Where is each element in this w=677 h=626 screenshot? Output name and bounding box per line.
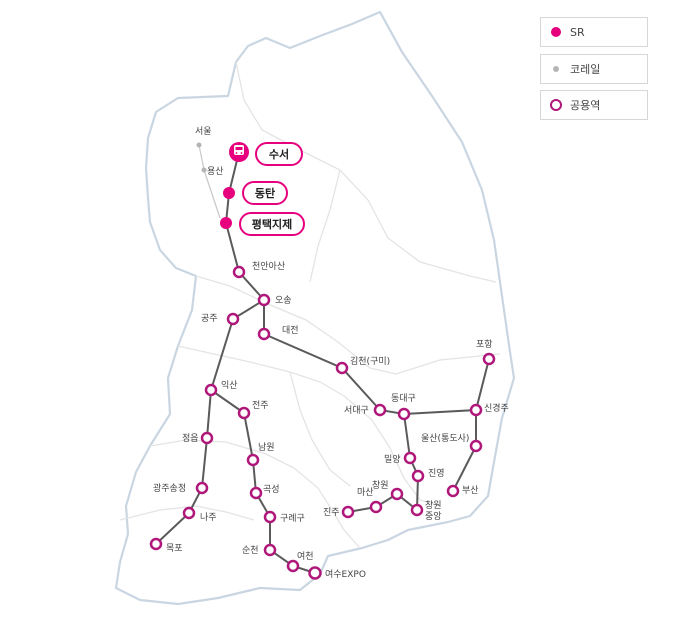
label-naju: 나주 (200, 512, 217, 523)
station-yeosu[interactable] (308, 566, 322, 580)
station-gimcheon[interactable] (335, 361, 349, 375)
station-changwon[interactable] (390, 487, 404, 501)
label-suncheon: 순천 (242, 545, 259, 556)
label-singyeongju: 신경주 (484, 402, 509, 414)
station-jeongeup[interactable] (200, 431, 214, 445)
korail-dot-icon (550, 66, 562, 72)
shared-ring-icon (550, 99, 562, 111)
station-jeonju[interactable] (237, 406, 251, 420)
station-jinyeong[interactable] (411, 469, 425, 483)
station-pohang[interactable] (482, 352, 496, 366)
station-dongdaegu[interactable] (397, 407, 411, 421)
label-gimcheon: 김천(구미) (350, 355, 390, 367)
station-daejeon[interactable] (257, 327, 271, 341)
label-yeosu: 여수EXPO (325, 568, 366, 580)
label-cheonan: 천안아산 (252, 261, 285, 272)
sr-station-pyeongtaek[interactable] (220, 217, 232, 229)
label-osong: 오송 (275, 295, 292, 306)
label-jinju: 진주 (323, 507, 340, 518)
sr-stations (220, 142, 249, 229)
sr-labels: 수서 동탄 평택지제 (239, 142, 305, 236)
label-gongju: 공주 (201, 313, 218, 324)
label-suseo: 수서 (269, 147, 289, 161)
legend-sr: SR (540, 17, 648, 47)
label-daejeon: 대전 (282, 325, 299, 336)
label-namwon: 남원 (258, 442, 275, 453)
korail-line (198, 144, 221, 219)
label-yongsan: 용산 (207, 166, 224, 177)
label-changwon-jungang-line2: 중앙 (425, 510, 442, 522)
korail-station-seoul[interactable] (196, 142, 202, 148)
legend-korail-label: 코레일 (570, 63, 601, 76)
province-borders (119, 61, 501, 549)
station-jinju[interactable] (341, 505, 355, 519)
label-seoul: 서울 (195, 126, 212, 137)
station-busan[interactable] (446, 484, 460, 498)
station-cheonan[interactable] (232, 265, 246, 279)
label-changwon: 창원 (372, 480, 389, 491)
korail-stations: 서울 용산 (195, 126, 224, 177)
label-changwon-jungang: 창원 중앙 (425, 500, 444, 522)
legend-korail: 코레일 (540, 54, 648, 84)
label-iksan: 익산 (221, 379, 238, 391)
legend-sr-label: SR (570, 25, 585, 39)
label-mokpo: 목포 (166, 543, 183, 554)
station-namwon[interactable] (246, 453, 260, 467)
label-ulsan: 울산(통도사) (421, 433, 469, 444)
station-yeocheon[interactable] (286, 559, 300, 573)
station-ulsan[interactable] (469, 439, 483, 453)
station-labels: 천안아산 오송 공주 대전 김천(구미) 포항 서대구 동대구 신경주 울산(통… (153, 261, 509, 580)
label-jeongeup: 정읍 (182, 433, 199, 444)
label-miryang: 밀양 (384, 453, 401, 465)
legend-shared-label: 공용역 (570, 99, 601, 112)
station-seodaegu[interactable] (373, 403, 387, 417)
label-busan: 부산 (462, 485, 479, 496)
station-iksan[interactable] (204, 383, 218, 397)
label-pohang: 포항 (476, 339, 493, 350)
station-gurye[interactable] (263, 510, 277, 524)
label-gokseong: 곡성 (263, 484, 280, 495)
label-jinyeong: 진영 (428, 468, 445, 479)
station-gongju[interactable] (226, 312, 240, 326)
label-dongdaegu: 동대구 (391, 393, 416, 404)
station-gwangju-songjeong[interactable] (195, 481, 209, 495)
station-osong[interactable] (257, 293, 271, 307)
sr-dot-icon (550, 27, 562, 37)
station-mokpo[interactable] (149, 537, 163, 551)
label-changwon-jungang-line1: 창원 (425, 500, 442, 511)
label-yeocheon: 여천 (297, 550, 314, 562)
station-changwon-jungang[interactable] (410, 503, 424, 517)
station-suncheon[interactable] (263, 543, 277, 557)
station-miryang[interactable] (403, 451, 417, 465)
sr-station-dongtan[interactable] (223, 187, 235, 199)
label-seodaegu: 서대구 (344, 405, 369, 416)
station-singyeongju[interactable] (469, 403, 483, 417)
station-gokseong[interactable] (249, 486, 263, 500)
station-naju[interactable] (182, 506, 196, 520)
korea-outline (114, 10, 516, 606)
korail-station-yongsan[interactable] (201, 167, 207, 173)
label-masan: 마산 (357, 487, 374, 498)
label-gurye: 구례구 (280, 513, 305, 524)
legend-shared: 공용역 (540, 90, 648, 120)
label-dongtan: 동탄 (255, 186, 275, 200)
label-jeonju: 전주 (252, 400, 269, 411)
shared-stations (149, 265, 496, 580)
label-pyeongtaek: 평택지제 (252, 217, 292, 231)
label-gwangju-songjeong: 광주송정 (153, 482, 186, 494)
station-masan[interactable] (369, 500, 383, 514)
